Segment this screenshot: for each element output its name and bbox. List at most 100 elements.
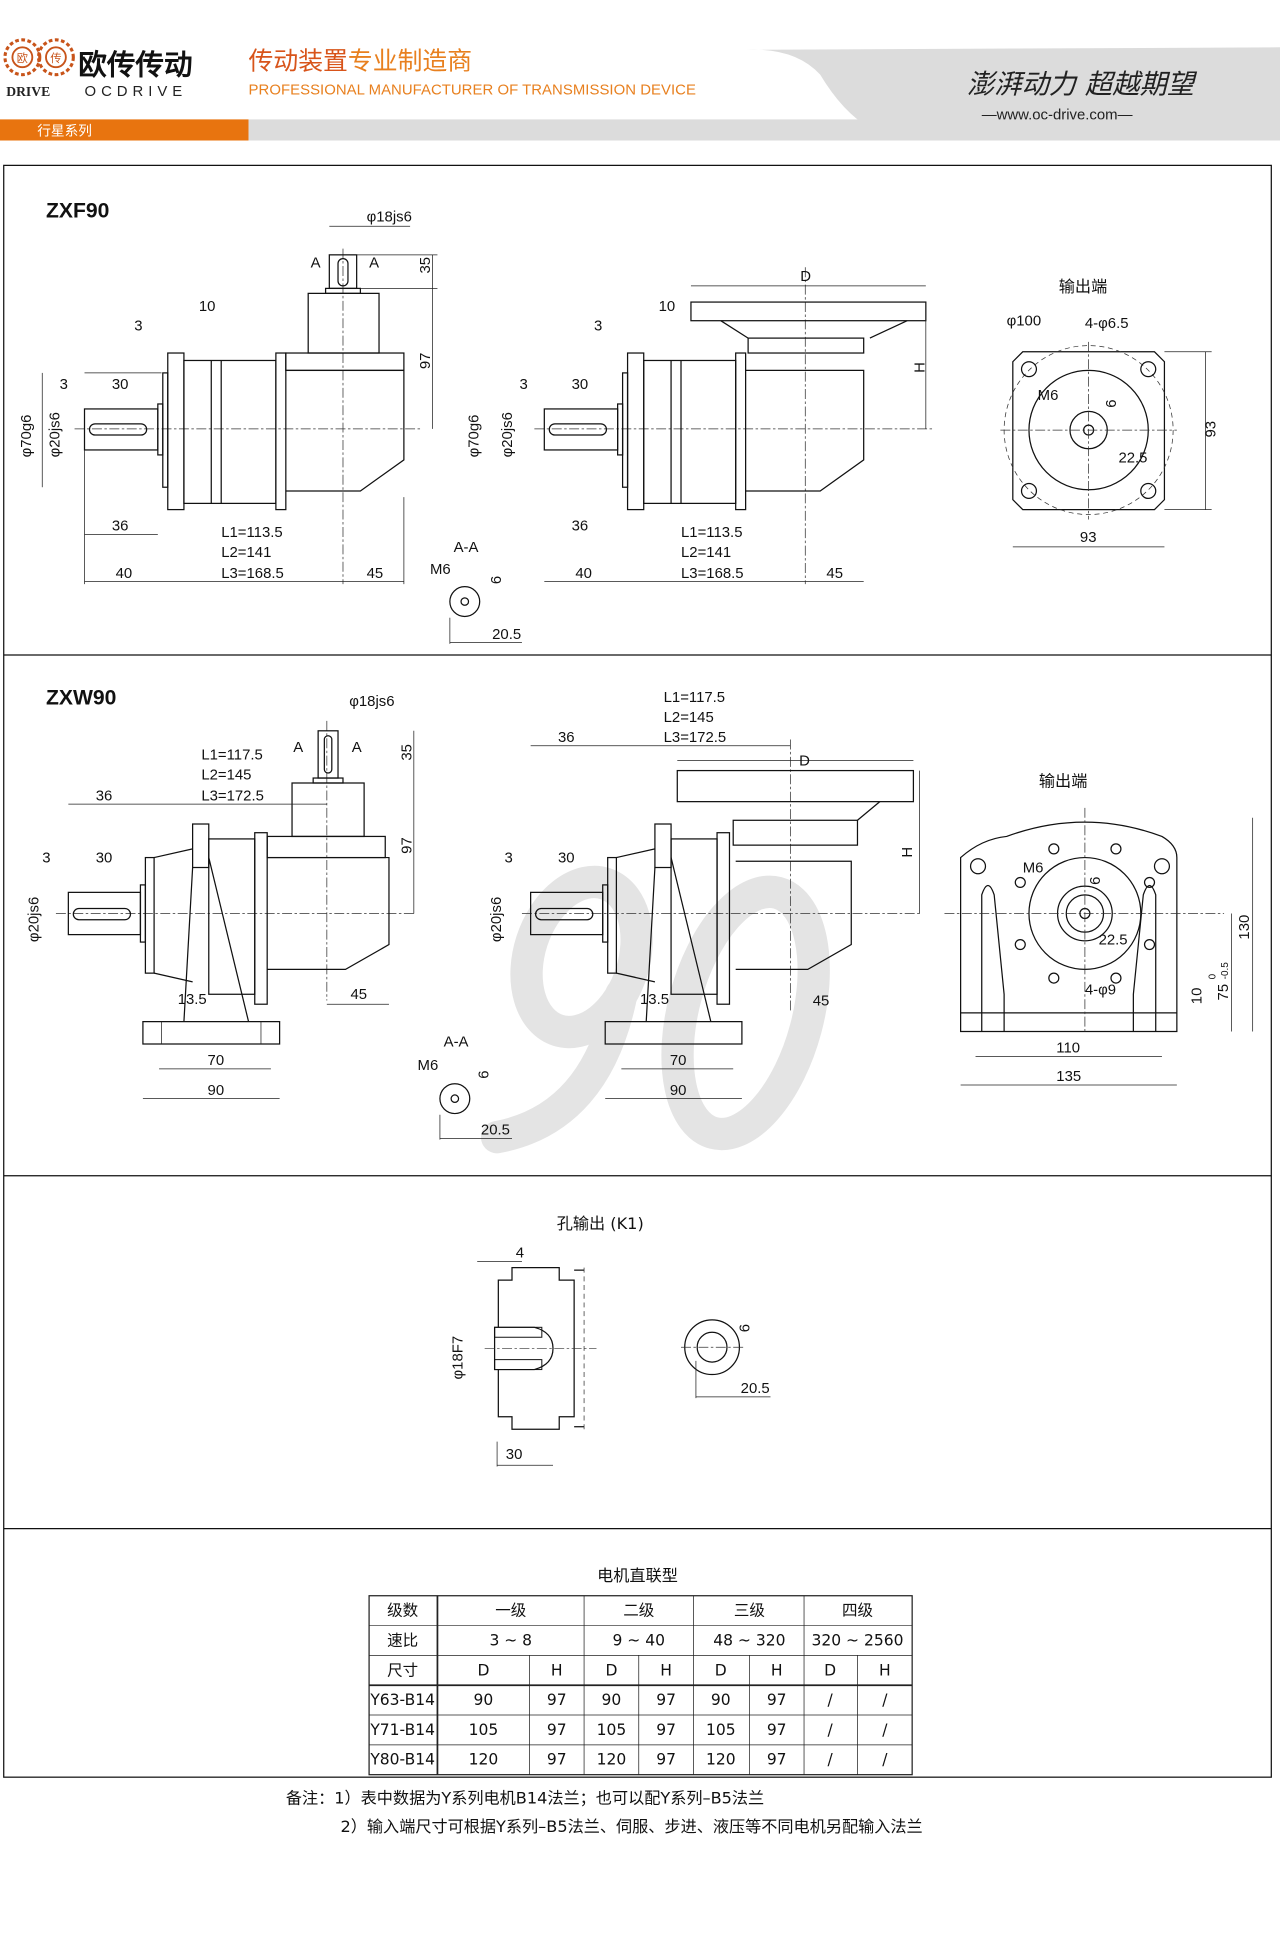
dimension-label: 97 xyxy=(767,1691,787,1709)
dimension-label: 90 xyxy=(670,1083,687,1099)
dimension-label: L3=172.5 xyxy=(664,730,727,746)
category-tab xyxy=(0,119,249,141)
dimension-label: H xyxy=(660,1661,672,1679)
table-row: Y63-B14 90 97 90 97 90 97 / / xyxy=(369,1691,888,1709)
dimension-label: 6 xyxy=(737,1324,753,1332)
zxf90-title: ZXF90 xyxy=(46,200,109,223)
dimension-label: 97 xyxy=(767,1721,787,1739)
dimension-label: 22.5 xyxy=(1118,450,1147,466)
table-row-size: 尺寸 D H D H D H D H xyxy=(387,1661,891,1679)
dimension-label: 9 ~ 40 xyxy=(613,1631,665,1649)
dimension-label: 30 xyxy=(112,377,129,393)
dimension-label: 45 xyxy=(350,987,367,1003)
zxf90-section: ZXF90 φ18js6 A A xyxy=(19,200,1219,644)
dimension-label: 输出端 xyxy=(1059,277,1107,296)
dimension-label: 30 xyxy=(96,851,113,867)
dimension-label: 97 xyxy=(656,1721,676,1739)
zxf90-flange-view: D H 10 3 3 30 φ70g6 φ20js6 36 L1=113.5 L… xyxy=(466,267,933,585)
dimension-label: A xyxy=(352,740,362,756)
dimension-label: 90 xyxy=(474,1691,494,1709)
dimension-label: L2=145 xyxy=(201,767,251,783)
dimension-label: 一级 xyxy=(495,1602,526,1620)
page-header: 欧 传 DRIVE 欧传传动 OCDRIVE 传动装置专业制造商 PROFESS… xyxy=(0,38,1280,141)
dimension-label: 6 xyxy=(1088,877,1104,885)
dimension-label: D xyxy=(715,1661,727,1679)
dimension-label: 3 xyxy=(134,319,142,335)
dimension-label: 3 xyxy=(42,851,50,867)
dimension-label: 35 xyxy=(399,744,415,761)
zxf90-section-a-a: A-A M6 6 20.5 xyxy=(430,540,522,644)
dimension-label: 93 xyxy=(1203,421,1219,438)
dimension-label: 135 xyxy=(1056,1069,1081,1085)
dimension-label: L2=145 xyxy=(664,710,714,726)
dimension-label: 110 xyxy=(1056,1041,1080,1057)
dimension-label: 20.5 xyxy=(481,1123,510,1139)
dimension-label: M6 xyxy=(418,1058,439,1074)
dimension-label: 尺寸 xyxy=(387,1661,418,1679)
dimension-label: A xyxy=(369,255,379,271)
dimension-label: Y71-B14 xyxy=(369,1721,435,1739)
dimension-label: 30 xyxy=(558,851,575,867)
dimension-label: 36 xyxy=(558,730,575,746)
dimension-label: / xyxy=(828,1691,834,1709)
dimension-label: 120 xyxy=(469,1751,499,1769)
dimension-label: φ18js6 xyxy=(349,694,394,710)
note-2: 2）输入端尺寸可根据Y系列–B5法兰、伺服、步进、液压等不同电机另配输入法兰 xyxy=(341,1817,923,1836)
dimension-label: 97 xyxy=(656,1691,676,1709)
dimension-label: 36 xyxy=(572,519,589,535)
motor-direct-connection-table: 电机直联型 级数 一级 二级 三级 四级 速比 3 ~ 8 xyxy=(368,1566,913,1776)
dimension-label: A-A xyxy=(454,540,479,556)
k1-hollow-output-section: 孔输出 (K1) 4 φ18F7 30 6 20.5 xyxy=(450,1214,771,1467)
dimension-label: 20.5 xyxy=(492,627,521,643)
tagline-en: PROFESSIONAL MANUFACTURER OF TRANSMISSIO… xyxy=(249,83,696,99)
zxw90-side-view: φ18js6 A A 35 97 L1=117.5 L2=145 L3=172.… xyxy=(27,694,417,1100)
dimension-label: 97 xyxy=(656,1751,676,1769)
zxw90-section: ZXW90 φ18js6 A A xyxy=(27,687,1254,1140)
dimension-label: 0 xyxy=(1207,973,1218,979)
dimension-label: 75 xyxy=(1216,984,1232,1001)
zxf90-side-view: φ18js6 A A 35 97 10 3 3 30 φ70g6 φ20js6 … xyxy=(19,209,438,585)
dimension-label: D xyxy=(799,754,810,770)
dimension-label: 13.5 xyxy=(640,992,669,1008)
dimension-label: 22.5 xyxy=(1099,933,1128,949)
table-row: Y80-B14 120 97 120 97 120 97 / / xyxy=(369,1751,888,1769)
dimension-label: 36 xyxy=(112,519,129,535)
brand-name-cn: 欧传传动 xyxy=(78,48,192,82)
logo-char: 欧 xyxy=(17,52,28,65)
dimension-label: L1=117.5 xyxy=(201,747,262,763)
dimension-label: Y63-B14 xyxy=(369,1691,435,1709)
dimension-label: 320 ~ 2560 xyxy=(811,1631,903,1649)
dimension-label: 97 xyxy=(767,1751,787,1769)
dimension-label: 速比 xyxy=(387,1631,418,1649)
dimension-label: D xyxy=(800,269,811,285)
category-label: 行星系列 xyxy=(37,124,92,140)
k1-title: 孔输出 (K1) xyxy=(557,1214,644,1233)
dimension-label: D xyxy=(605,1661,617,1679)
dimension-label: 105 xyxy=(706,1721,736,1739)
dimension-label: 120 xyxy=(597,1751,627,1769)
dimension-label: 二级 xyxy=(623,1602,654,1620)
dimension-label: 30 xyxy=(572,377,589,393)
dimension-label: A xyxy=(311,255,321,271)
zxw90-section-a-a: A-A M6 6 20.5 xyxy=(418,1034,512,1140)
dimension-label: 97 xyxy=(547,1751,567,1769)
dimension-label: M6 xyxy=(1038,388,1059,404)
dimension-label: 级数 xyxy=(387,1602,419,1620)
tagline-cn: 传动装置专业制造商 xyxy=(249,47,473,76)
dimension-label: H xyxy=(900,847,916,858)
dimension-label: 40 xyxy=(116,566,133,582)
dimension-label: 4-φ9 xyxy=(1085,982,1116,998)
dimension-label: 4 xyxy=(516,1246,524,1262)
slogan: 澎湃动力 超越期望 xyxy=(967,69,1198,100)
table-title: 电机直联型 xyxy=(597,1566,678,1585)
category-bar xyxy=(248,119,1280,141)
dimension-label: 6 xyxy=(476,1070,492,1078)
dimension-label: 48 ~ 320 xyxy=(713,1631,785,1649)
dimension-label: φ20js6 xyxy=(48,412,64,457)
dimension-label: / xyxy=(882,1751,888,1769)
dimension-label: 120 xyxy=(706,1751,736,1769)
dimension-label: 130 xyxy=(1237,915,1253,940)
dimension-label: 4-φ6.5 xyxy=(1085,316,1129,332)
header-swoosh xyxy=(745,47,1280,140)
dimension-label: 10 xyxy=(199,299,216,315)
